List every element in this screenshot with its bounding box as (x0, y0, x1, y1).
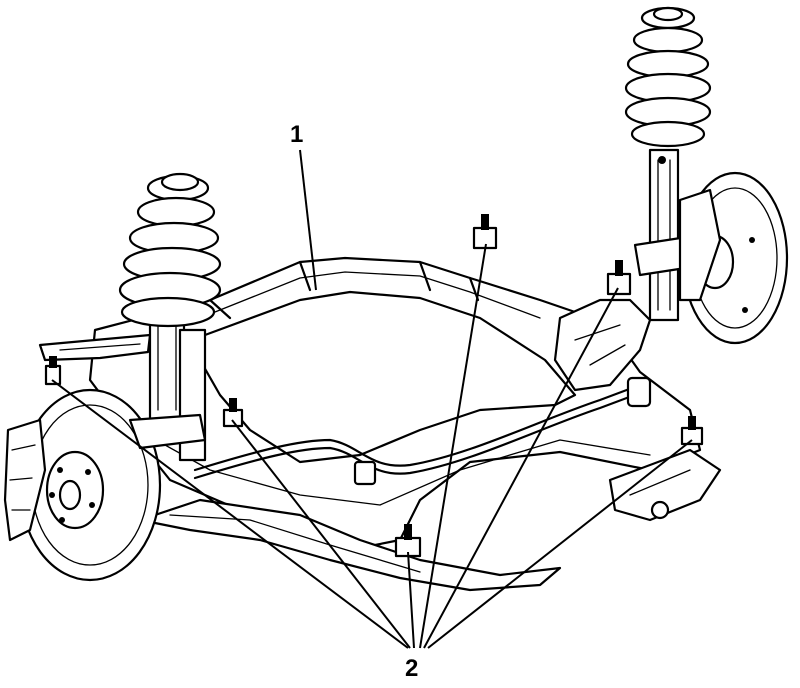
right-strut-assembly (624, 6, 712, 322)
callout-2-label: 2 (405, 655, 418, 682)
left-strut-assembly (118, 172, 222, 462)
callout-1-leader (299, 149, 317, 291)
callout-2-leaders (51, 243, 693, 649)
callout-1-label: 1 (290, 121, 303, 148)
stud-left-center (222, 398, 244, 428)
right-brake-disc (678, 171, 789, 345)
left-brake-disc (3, 388, 162, 582)
stabilizer-bar (193, 376, 652, 486)
subframe-crossmember (38, 256, 722, 592)
stud-right-front (680, 416, 704, 446)
stud-front-left (44, 356, 62, 386)
stud-right-rear (606, 260, 632, 296)
stud-rear-center (472, 214, 498, 250)
